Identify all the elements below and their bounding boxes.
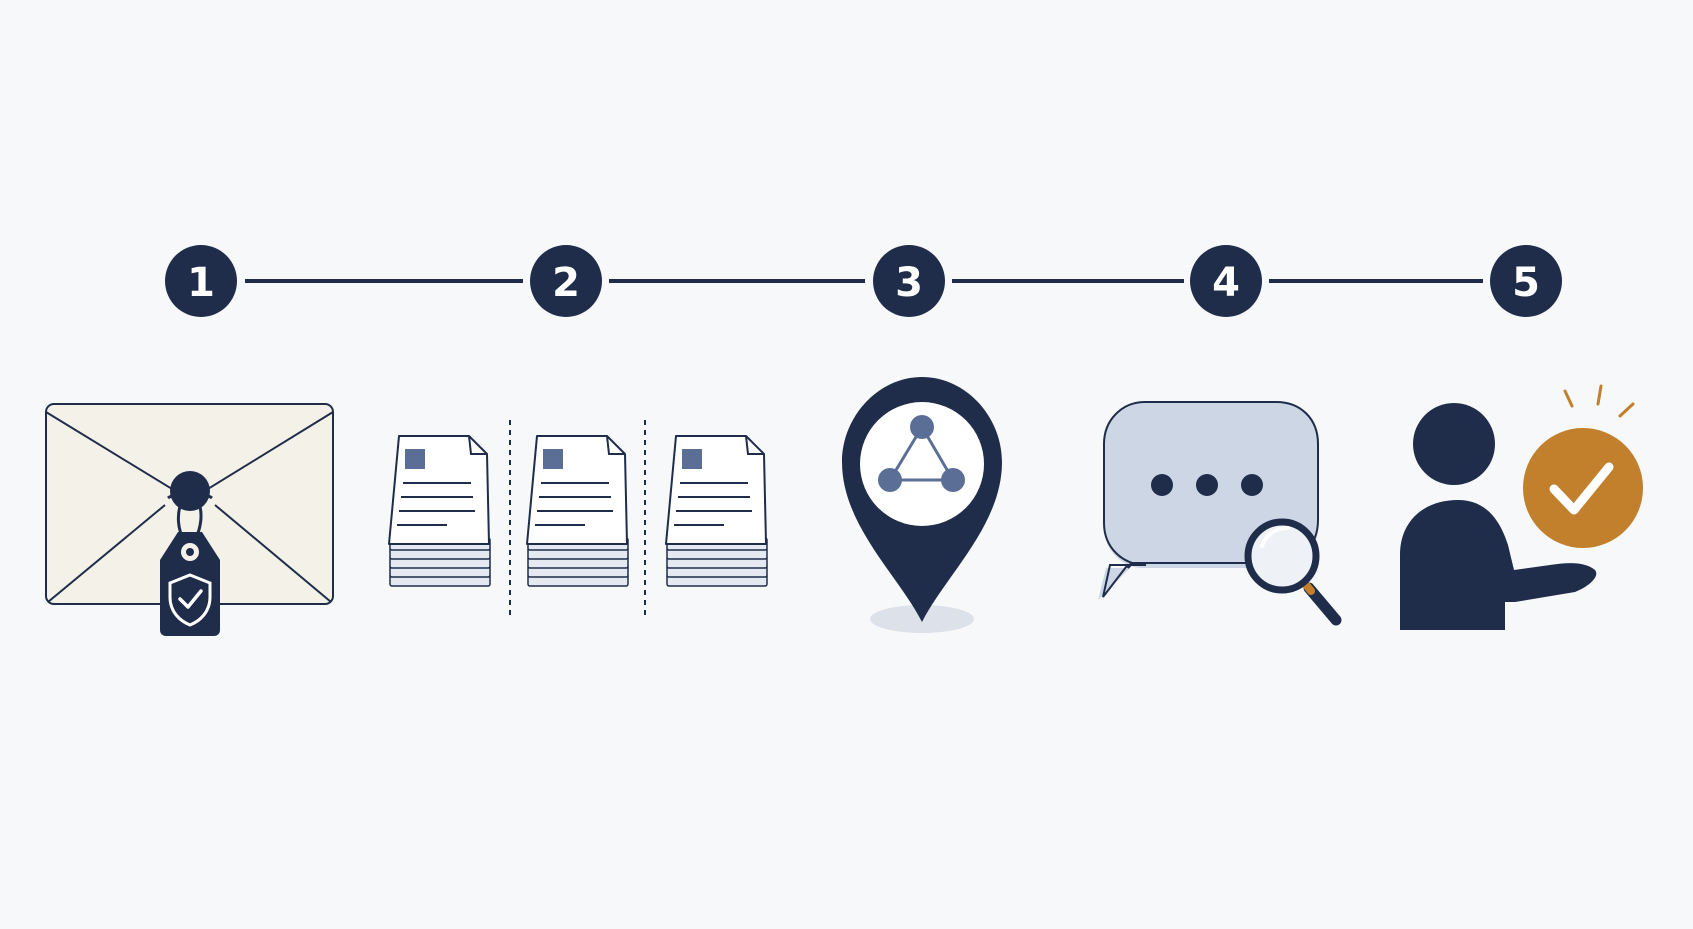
sealed-envelope-with-shield-tag-icon — [45, 403, 334, 636]
document-stack-2 — [526, 435, 629, 587]
step-marker-3: 3 — [873, 245, 945, 317]
step-marker-1: 1 — [165, 245, 237, 317]
step-marker-2: 2 — [530, 245, 602, 317]
step-number-4: 4 — [1212, 260, 1240, 306]
network-location-pin-icon — [842, 377, 1002, 633]
document-stack-3 — [665, 435, 768, 587]
step-number-5: 5 — [1512, 260, 1540, 306]
step-marker-4: 4 — [1190, 245, 1262, 317]
person-with-approval-badge-icon — [1400, 384, 1643, 630]
chat-bubble-with-magnifier-icon — [1098, 401, 1342, 626]
step-number-3: 3 — [895, 260, 923, 306]
document-stack-1 — [388, 435, 491, 587]
step-number-1: 1 — [187, 260, 215, 306]
step-marker-5: 5 — [1490, 245, 1562, 317]
document-stacks-icon — [388, 420, 768, 618]
step-number-2: 2 — [552, 260, 580, 306]
